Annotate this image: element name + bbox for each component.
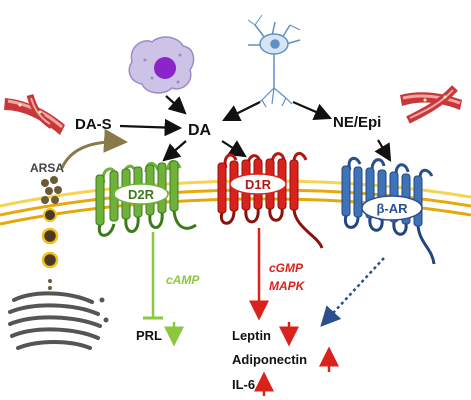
beta-ar-receptor <box>341 156 436 265</box>
beta-ar-label-box <box>361 195 423 221</box>
golgi-apparatus-icon <box>8 291 109 350</box>
blood-vessel-right-icon <box>400 85 462 124</box>
label-leptin: Leptin <box>232 328 271 343</box>
d2r-receptor <box>95 160 197 237</box>
label-mapk: MAPK <box>269 279 306 293</box>
label-arsa: ARSA <box>30 161 64 175</box>
label-d2r: D2R <box>128 187 155 202</box>
label-da: DA <box>188 122 212 139</box>
label-adiponectin: Adiponectin <box>232 352 307 367</box>
label-d1r: D1R <box>245 177 272 192</box>
d1r-receptor <box>217 152 324 249</box>
blood-vessel-left-icon <box>4 94 65 135</box>
label-prl: PRL <box>136 328 162 343</box>
arrows-black <box>119 95 392 162</box>
label-da-s: DA-S <box>75 116 112 133</box>
label-ne-epi: NE/Epi <box>333 114 381 131</box>
label-il6: IL-6 <box>232 377 255 392</box>
label-beta-ar: β-AR <box>376 201 408 216</box>
secretory-vesicles <box>41 176 62 290</box>
label-cgmp: cGMP <box>269 261 304 275</box>
beta-ar-signal-arrow <box>320 257 385 327</box>
arsa-secretion-arrow <box>60 128 128 169</box>
d2r-inhibition <box>143 232 163 320</box>
macrophage-cell-icon <box>128 36 195 94</box>
d2r-label-box <box>113 183 169 205</box>
d1r-label-box <box>229 173 287 195</box>
label-camp: cAMP <box>166 273 200 287</box>
neuron-cell-icon <box>247 14 301 108</box>
